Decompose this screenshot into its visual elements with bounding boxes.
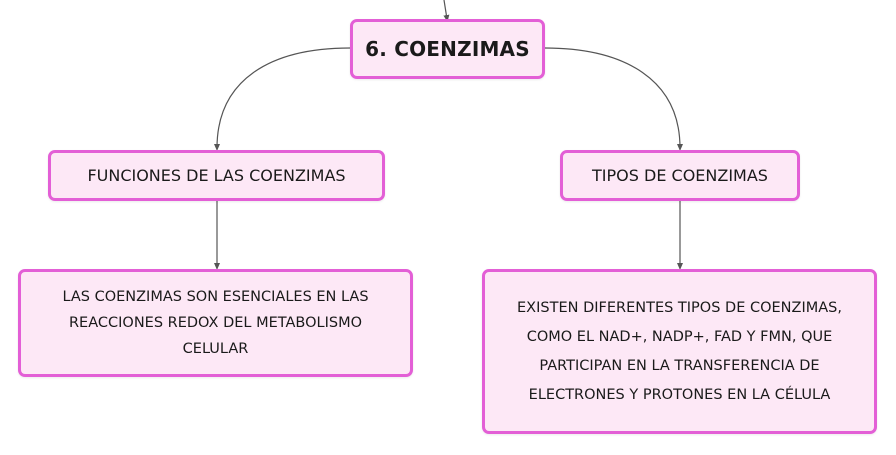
node-tipos-description[interactable]: EXISTEN DIFERENTES TIPOS DE COENZIMAS, C… [482,269,877,434]
node-tipos-de-coenzimas[interactable]: TIPOS DE COENZIMAS [560,150,800,201]
node-funciones-description[interactable]: LAS COENZIMAS SON ESENCIALES EN LAS REAC… [18,269,413,377]
node-tipos-description-text: EXISTEN DIFERENTES TIPOS DE COENZIMAS, C… [517,299,842,403]
node-funciones-label: FUNCIONES DE LAS COENZIMAS [87,166,346,185]
node-coenzimas-label: 6. COENZIMAS [365,37,530,61]
node-coenzimas[interactable]: 6. COENZIMAS [350,19,545,79]
node-funciones-de-las-coenzimas[interactable]: FUNCIONES DE LAS COENZIMAS [48,150,385,201]
connector-main-to-tipos [544,47,683,151]
node-tipos-label: TIPOS DE COENZIMAS [592,166,768,185]
connector-main-to-funciones [214,47,351,151]
connector-parent-to-main [443,0,450,22]
node-funciones-description-text: LAS COENZIMAS SON ESENCIALES EN LAS REAC… [62,289,369,357]
